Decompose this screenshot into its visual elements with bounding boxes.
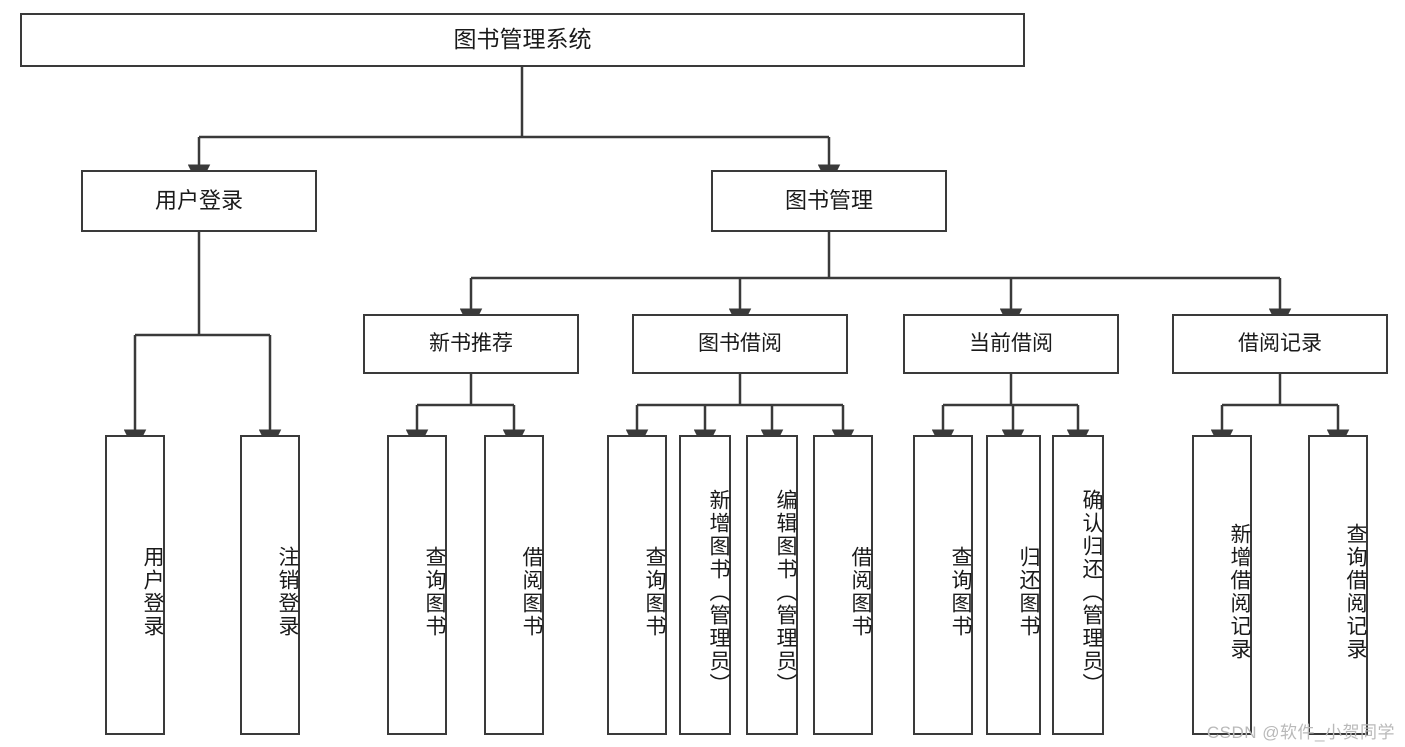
node-leaf-query-book-2[interactable]: 查询图书 [607, 435, 667, 735]
node-new-book-rec-label: 新书推荐 [429, 332, 513, 356]
node-leaf-query-book-3-label: 查询图书 [949, 546, 972, 638]
node-leaf-query-record[interactable]: 查询借阅记录 [1308, 435, 1368, 735]
node-borrow-record[interactable]: 借阅记录 [1172, 314, 1388, 374]
node-root[interactable]: 图书管理系统 [20, 13, 1025, 67]
watermark: CSDN @软件_小贺同学 [1206, 723, 1395, 742]
node-leaf-borrow-book-1[interactable]: 借阅图书 [484, 435, 544, 735]
node-leaf-borrow-book-2-label: 借阅图书 [849, 546, 872, 638]
node-leaf-add-book-label: 新增图书（管理员） [707, 488, 730, 696]
node-book-borrow[interactable]: 图书借阅 [632, 314, 848, 374]
node-leaf-edit-book-label: 编辑图书（管理员） [774, 488, 797, 696]
node-book-manage[interactable]: 图书管理 [711, 170, 947, 232]
node-leaf-user-logout-label: 注销登录 [276, 546, 299, 638]
node-leaf-confirm-return[interactable]: 确认归还（管理员） [1052, 435, 1104, 735]
node-leaf-user-logout[interactable]: 注销登录 [240, 435, 300, 735]
node-leaf-query-book-2-label: 查询图书 [643, 546, 666, 638]
node-leaf-add-record-label: 新增借阅记录 [1228, 523, 1251, 661]
node-leaf-add-book[interactable]: 新增图书（管理员） [679, 435, 731, 735]
node-user-login[interactable]: 用户登录 [81, 170, 317, 232]
node-leaf-user-login[interactable]: 用户登录 [105, 435, 165, 735]
node-leaf-query-record-label: 查询借阅记录 [1344, 523, 1367, 661]
node-leaf-return-book-label: 归还图书 [1017, 546, 1040, 638]
node-leaf-add-record[interactable]: 新增借阅记录 [1192, 435, 1252, 735]
node-current-borrow-label: 当前借阅 [969, 332, 1053, 356]
node-leaf-edit-book[interactable]: 编辑图书（管理员） [746, 435, 798, 735]
node-new-book-rec[interactable]: 新书推荐 [363, 314, 579, 374]
node-leaf-return-book[interactable]: 归还图书 [986, 435, 1041, 735]
node-leaf-query-book-1[interactable]: 查询图书 [387, 435, 447, 735]
node-current-borrow[interactable]: 当前借阅 [903, 314, 1119, 374]
node-book-borrow-label: 图书借阅 [698, 332, 782, 356]
node-leaf-borrow-book-2[interactable]: 借阅图书 [813, 435, 873, 735]
node-borrow-record-label: 借阅记录 [1238, 332, 1322, 356]
node-leaf-borrow-book-1-label: 借阅图书 [520, 546, 543, 638]
node-leaf-user-login-label: 用户登录 [141, 546, 164, 638]
node-leaf-confirm-return-label: 确认归还（管理员） [1080, 488, 1103, 696]
node-user-login-label: 用户登录 [154, 187, 243, 213]
node-root-label: 图书管理系统 [453, 26, 592, 53]
node-leaf-query-book-1-label: 查询图书 [423, 546, 446, 638]
node-book-manage-label: 图书管理 [784, 187, 873, 213]
node-leaf-query-book-3[interactable]: 查询图书 [913, 435, 973, 735]
